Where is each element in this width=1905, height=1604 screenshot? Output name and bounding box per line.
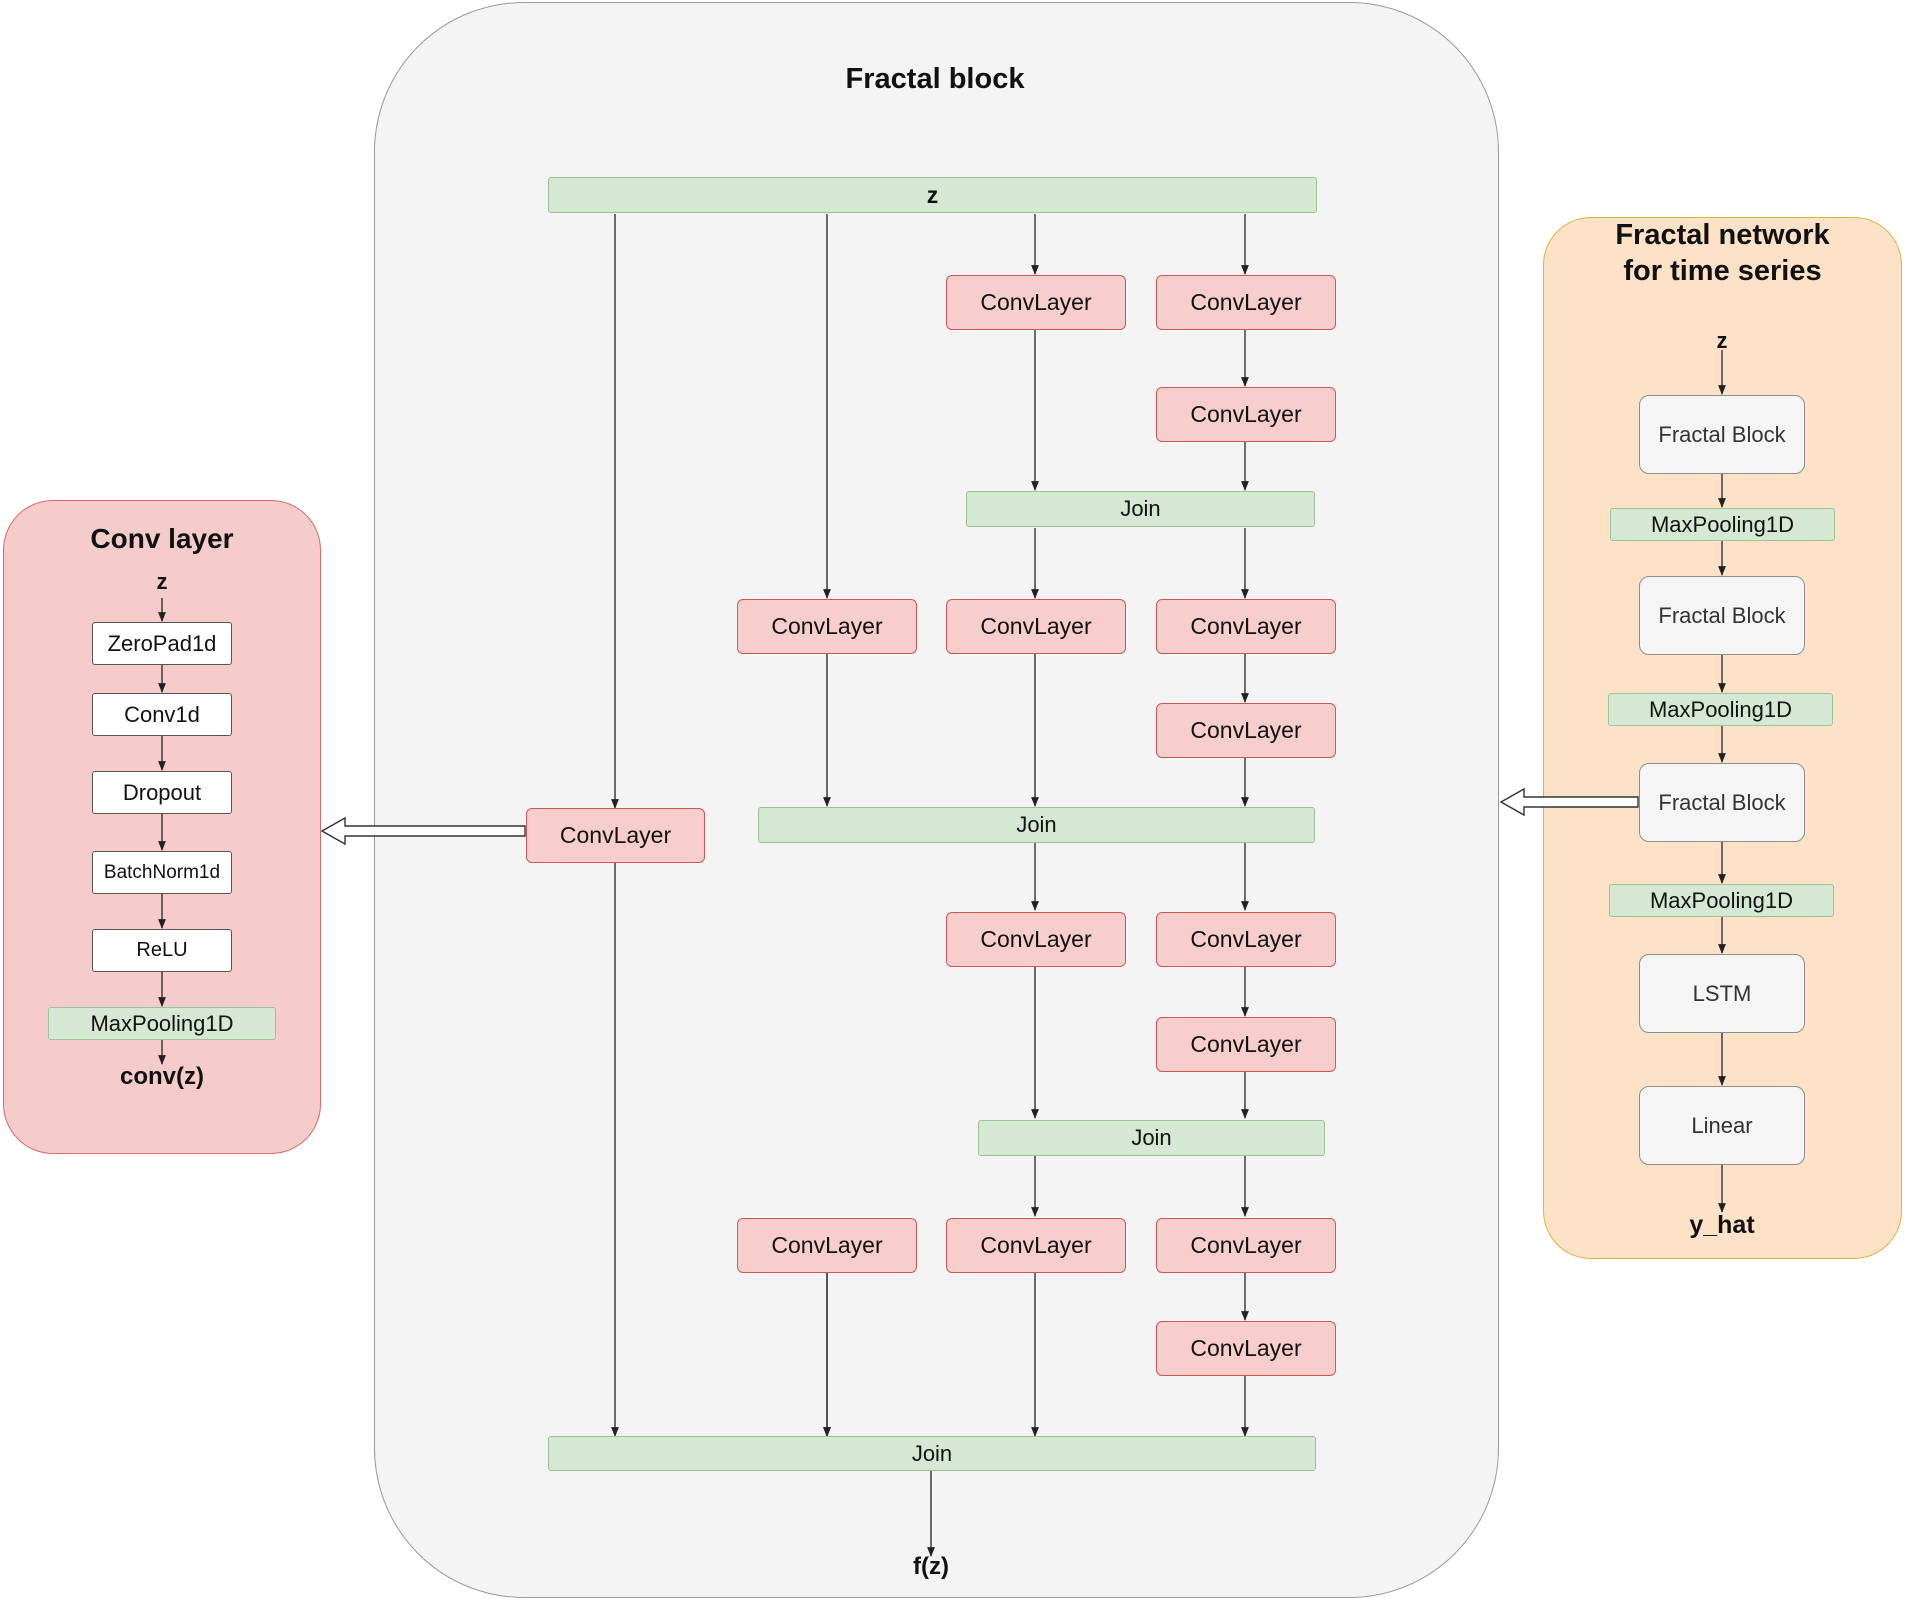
batchnorm1d-node[interactable]: BatchNorm1d	[92, 851, 232, 894]
conv-layer-node[interactable]: ConvLayer	[1156, 1321, 1336, 1376]
join-node[interactable]: Join	[758, 807, 1315, 843]
fractal-block-node[interactable]: Fractal Block	[1639, 395, 1805, 474]
conv-layer-node[interactable]: ConvLayer	[737, 1218, 917, 1273]
final-join-node[interactable]: Join	[548, 1436, 1316, 1471]
fractal-block-title: Fractal block	[845, 63, 1025, 95]
conv-layer-node[interactable]: ConvLayer	[1156, 1218, 1336, 1273]
fractal-block-input-z[interactable]: z	[548, 177, 1317, 213]
maxpooling1d-node[interactable]: MaxPooling1D	[1609, 884, 1834, 917]
expand-arrow-fractal-block	[1499, 787, 1639, 817]
join-node[interactable]: Join	[966, 491, 1315, 527]
conv-layer-node[interactable]: ConvLayer	[946, 599, 1126, 654]
fractal-block-output: f(z)	[913, 1553, 949, 1580]
conv-layer-input: z	[156, 569, 168, 594]
fractal-block-node-expanded[interactable]: Fractal Block	[1639, 763, 1805, 842]
conv-layer-node[interactable]: ConvLayer	[1156, 703, 1336, 758]
lstm-node[interactable]: LSTM	[1639, 954, 1805, 1033]
conv-layer-output: conv(z)	[120, 1063, 204, 1090]
linear-node[interactable]: Linear	[1639, 1086, 1805, 1165]
maxpooling1d-node[interactable]: MaxPooling1D	[1608, 693, 1833, 726]
conv-layer-node[interactable]: ConvLayer	[1156, 599, 1336, 654]
conv-layer-node[interactable]: ConvLayer	[946, 912, 1126, 967]
fractal-network-output: y_hat	[1689, 1211, 1755, 1239]
zeropad1d-node[interactable]: ZeroPad1d	[92, 622, 232, 665]
fractal-block-node[interactable]: Fractal Block	[1639, 576, 1805, 655]
conv1d-node[interactable]: Conv1d	[92, 693, 232, 736]
conv-layer-node[interactable]: ConvLayer	[737, 599, 917, 654]
conv-layer-node[interactable]: ConvLayer	[1156, 912, 1336, 967]
join-node[interactable]: Join	[978, 1120, 1325, 1156]
conv-layer-node[interactable]: ConvLayer	[1156, 275, 1336, 330]
dropout-node[interactable]: Dropout	[92, 771, 232, 814]
conv-layer-title: Conv layer	[90, 523, 234, 554]
maxpooling1d-node[interactable]: MaxPooling1D	[48, 1007, 276, 1040]
conv-layer-node-expanded[interactable]: ConvLayer	[526, 808, 705, 863]
conv-layer-node[interactable]: ConvLayer	[946, 275, 1126, 330]
fractal-network-title-line2: for time series	[1623, 255, 1822, 287]
fractal-network-title-line1: Fractal network	[1615, 219, 1830, 251]
expand-arrow-conv-layer	[320, 816, 526, 846]
conv-layer-node[interactable]: ConvLayer	[1156, 1017, 1336, 1072]
fractal-network-input: z	[1716, 328, 1728, 353]
conv-layer-node[interactable]: ConvLayer	[1156, 387, 1336, 442]
conv-layer-node[interactable]: ConvLayer	[946, 1218, 1126, 1273]
maxpooling1d-node[interactable]: MaxPooling1D	[1610, 508, 1835, 541]
relu-node[interactable]: ReLU	[92, 929, 232, 972]
